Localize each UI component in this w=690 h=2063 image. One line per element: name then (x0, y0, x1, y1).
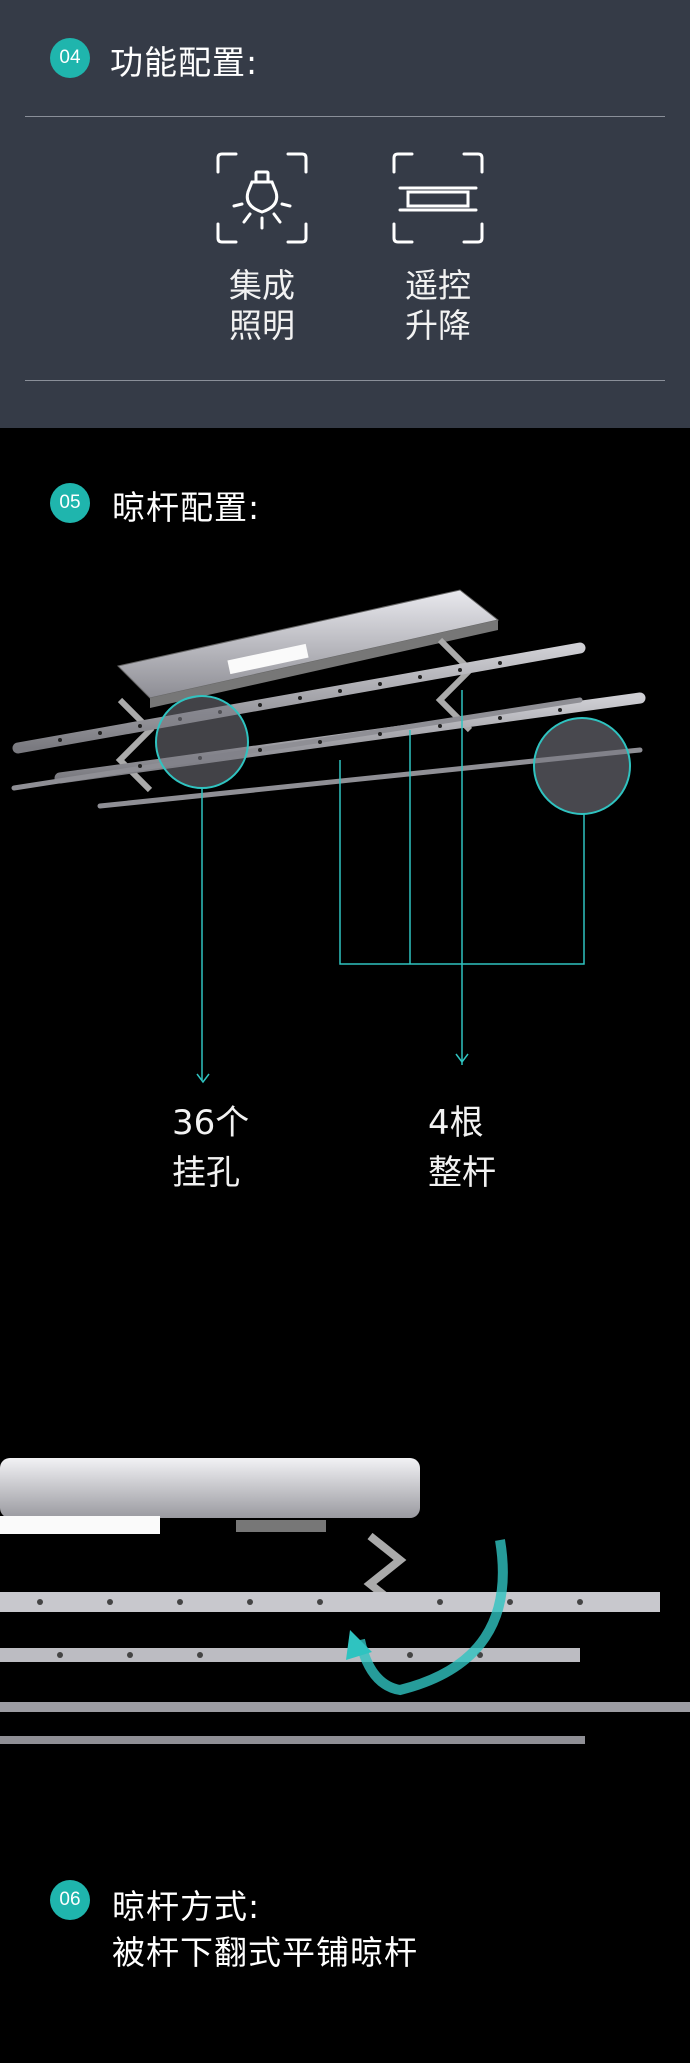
arrow-down-icon (196, 1073, 210, 1084)
section-subtitle: 被杆下翻式平铺晾杆 (112, 1933, 418, 1972)
section-title: 功能配置: (110, 43, 259, 82)
light-bulb-icon (216, 152, 308, 244)
callout-line: 整杆 (428, 1153, 496, 1193)
section-title: 晾杆配置: (112, 488, 261, 527)
section-number-badge: 05 (50, 483, 90, 523)
callout-line: 36个 (172, 1103, 250, 1143)
feature-label-line: 遥控 (405, 266, 471, 305)
feature-label-lighting: 集成 照明 (202, 266, 322, 346)
callout-rods: 4根 整杆 (428, 1098, 496, 1198)
callout-line: 挂孔 (172, 1153, 240, 1193)
feature-label-line: 升降 (405, 306, 471, 345)
callout-line: 4根 (428, 1103, 484, 1143)
drying-rack-product-image (11, 589, 646, 1080)
arrow-down-icon (455, 1053, 469, 1064)
callout-hooks: 36个 挂孔 (172, 1098, 249, 1198)
divider (25, 116, 665, 117)
feature-label-line: 照明 (229, 306, 295, 345)
section-title: 晾杆方式: (112, 1887, 261, 1926)
feature-label-lift: 遥控 升降 (378, 266, 498, 346)
section-number-badge: 06 (50, 1880, 90, 1920)
feature-config-panel: 04 功能配置: 集成 照明 遥控 升降 (0, 0, 690, 428)
remote-lift-icon (392, 152, 484, 244)
drying-rack-closeup-image (0, 1458, 690, 1744)
section-number-badge: 04 (50, 38, 90, 78)
feature-label-line: 集成 (229, 266, 295, 305)
divider (25, 380, 665, 381)
